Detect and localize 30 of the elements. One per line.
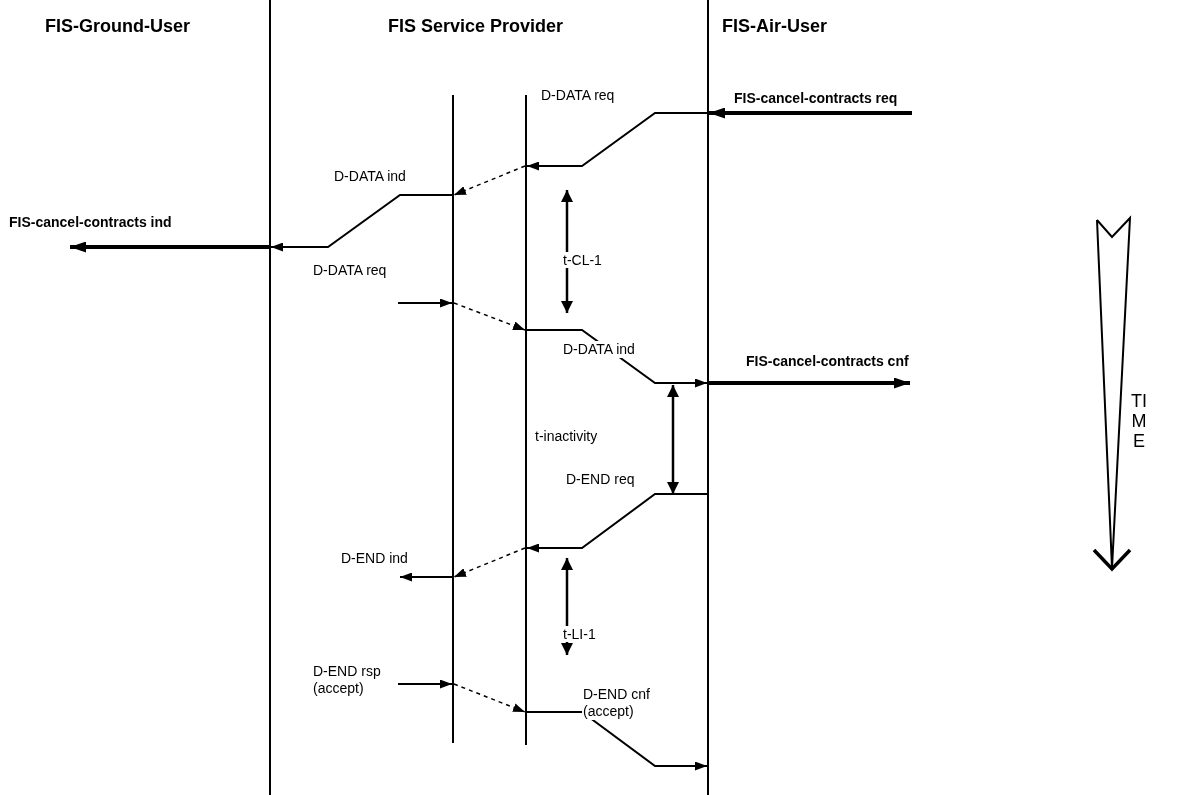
lifeline xyxy=(707,0,709,795)
lane-heading: FIS-Ground-User xyxy=(45,16,190,37)
message-arrow xyxy=(453,165,526,196)
message-arrow xyxy=(453,683,526,713)
lane-heading: FIS Service Provider xyxy=(388,16,564,37)
message-arrow xyxy=(526,112,708,171)
message-arrow xyxy=(709,107,912,119)
time-axis-label: TIME xyxy=(1130,392,1148,452)
message-arrow xyxy=(526,493,708,553)
lane-heading: FIS-Air-User xyxy=(722,16,828,37)
message-label: D-DATA req xyxy=(312,262,388,279)
message-label: D-END req xyxy=(565,471,636,488)
timer-label: t-LI-1 xyxy=(563,626,596,642)
lifeline xyxy=(452,95,454,743)
message-arrow xyxy=(397,679,453,689)
message-label: FIS-cancel-contracts req xyxy=(733,90,899,107)
message-arrow xyxy=(526,711,708,771)
message-label: D-DATA ind xyxy=(562,341,636,358)
lifeline xyxy=(269,0,271,795)
message-arrow xyxy=(397,298,453,308)
message-arrow xyxy=(526,329,708,388)
message-arrow xyxy=(453,547,526,578)
message-label: D-DATA req xyxy=(540,87,616,104)
timer-label: t-CL-1 xyxy=(563,252,602,268)
lifeline xyxy=(525,95,527,745)
message-arrow xyxy=(709,377,910,389)
message-arrow xyxy=(270,194,453,252)
message-arrow xyxy=(399,572,453,582)
message-arrow xyxy=(70,241,269,253)
message-arrow xyxy=(453,302,526,331)
